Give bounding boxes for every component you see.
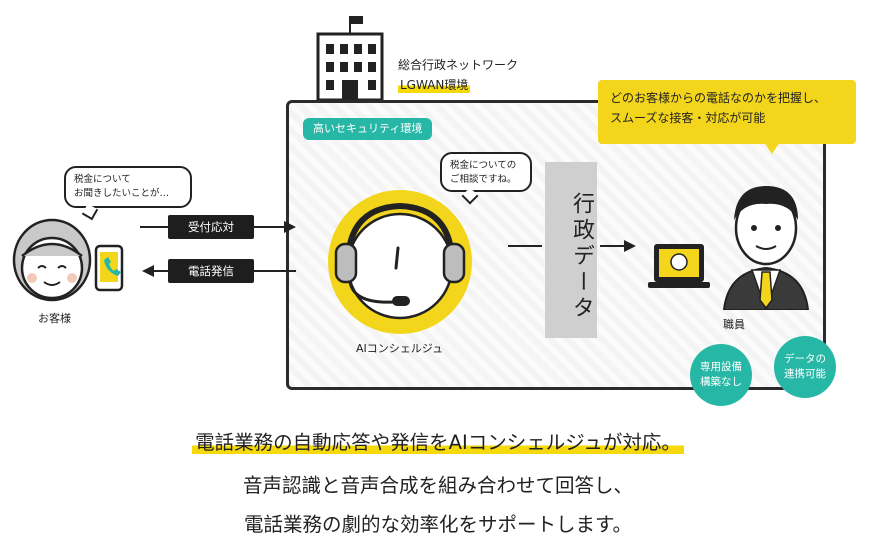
customer-speech-bubble: 税金について お聞きしたいことが…	[64, 166, 192, 208]
administrative-data-box: 行政データ	[545, 162, 597, 338]
caption-line1-text: 電話業務の自動応答や発信をAIコンシェルジュが対応。	[192, 431, 684, 454]
ai-bubble-line2: ご相談ですね。	[450, 174, 517, 185]
caption-line3: 電話業務の劇的な効率化をサポートします。	[243, 513, 633, 536]
no-dedicated-equipment-badge: 専用設備 構築なし	[690, 344, 752, 406]
laptop-icon	[648, 244, 710, 288]
data-flow-arrow	[508, 240, 636, 252]
smartphone-icon	[94, 244, 124, 292]
ai-speech-bubble: 税金についての ご相談ですね。	[440, 152, 532, 192]
building-icon	[316, 16, 384, 100]
caption-line1: 電話業務の自動応答や発信をAIコンシェルジュが対応。	[0, 426, 876, 455]
network-title: 総合行政ネットワーク	[398, 58, 519, 72]
reception-label: 受付応対	[168, 215, 254, 239]
outbound-call-label: 電話発信	[168, 259, 254, 283]
staff-icon	[648, 186, 810, 310]
lgwan-label: LGWAN環境	[398, 76, 471, 93]
customer-bubble-line1: 税金について	[74, 174, 131, 185]
staff-label: 職員	[723, 318, 745, 331]
staff-callout-line1: どのお客様からの電話なのかを把握し、	[610, 91, 827, 105]
staff-callout-line2: スムーズな接客・対応が可能	[610, 111, 766, 125]
security-badge: 高いセキュリティ環境	[303, 118, 433, 140]
ai-concierge-label: AIコンシェルジュ	[356, 342, 443, 355]
ai-bubble-line1: 税金についての	[450, 160, 517, 171]
caption-line2: 音声認識と音声合成を組み合わせて回答し、	[242, 474, 633, 497]
ai-concierge-icon	[328, 190, 472, 334]
data-integration-badge: データの 連携可能	[774, 336, 836, 398]
customer-icon	[12, 218, 124, 302]
customer-bubble-line2: お聞きしたいことが…	[74, 188, 170, 199]
customer-label: お客様	[38, 312, 71, 325]
staff-callout: どのお客様からの電話なのかを把握し、 スムーズな接客・対応が可能	[598, 80, 856, 154]
